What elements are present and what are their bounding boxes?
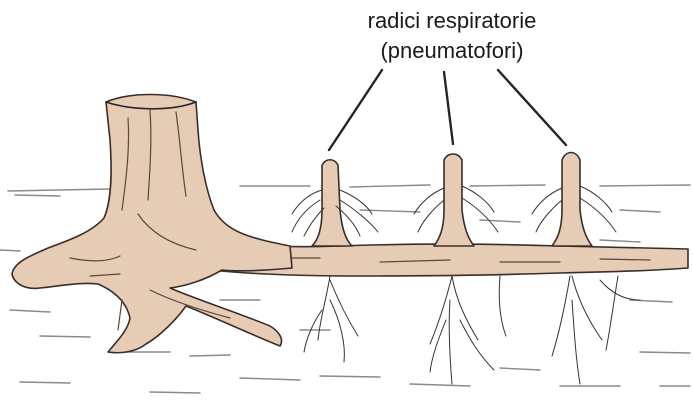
leader-line-right <box>498 70 566 145</box>
trunk-stump <box>12 95 292 353</box>
diagram-label-line2: (pneumatofori) <box>380 38 523 63</box>
leader-line-left <box>329 70 382 150</box>
leader-line-middle <box>444 72 453 144</box>
leader-lines <box>329 70 566 150</box>
diagram-label-line1: radici respiratorie <box>368 8 537 33</box>
water-surface <box>0 185 690 393</box>
